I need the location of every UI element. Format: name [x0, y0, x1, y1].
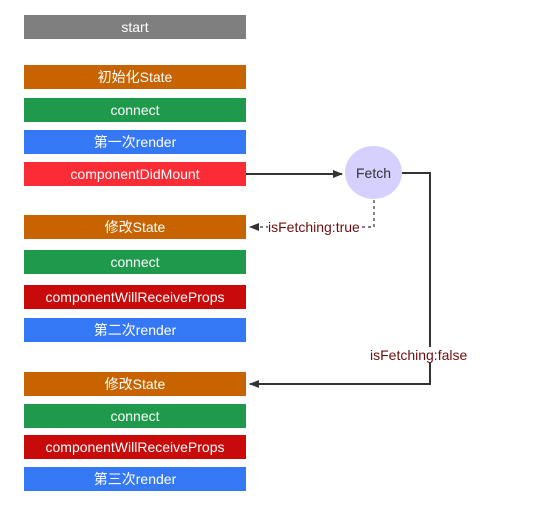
node-component-did-mount: componentDidMount	[24, 162, 246, 186]
node-render-3: 第三次render	[24, 467, 246, 491]
node-render-2: 第二次render	[24, 318, 246, 342]
node-connect-1: connect	[24, 98, 246, 122]
node-init-state: 初始化State	[24, 65, 246, 89]
node-render-1: 第一次render	[24, 130, 246, 154]
node-connect-3: connect	[24, 404, 246, 428]
label-is-fetching-true: isFetching:true	[268, 219, 360, 235]
node-will-receive-props-1: componentWillReceiveProps	[24, 285, 246, 309]
node-modify-state-2: 修改State	[24, 372, 246, 396]
node-start: start	[24, 15, 246, 39]
fetch-node: Fetch	[345, 146, 402, 199]
node-will-receive-props-2: componentWillReceiveProps	[24, 435, 246, 459]
node-connect-2: connect	[24, 250, 246, 274]
edge-fetch-false	[249, 172, 431, 388]
node-modify-state-1: 修改State	[24, 215, 246, 239]
label-is-fetching-false: isFetching:false	[370, 347, 468, 363]
